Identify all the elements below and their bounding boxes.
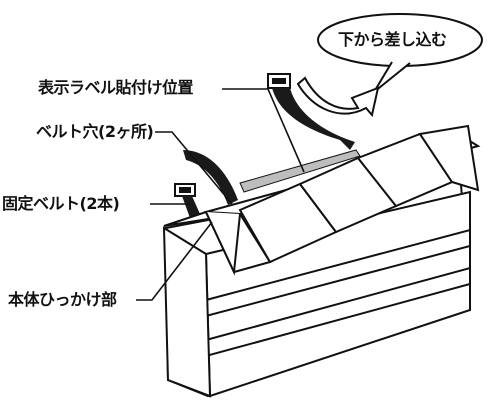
- left-belt-icon: [183, 150, 238, 205]
- belt-hole-label: ベルト穴(2ヶ所): [34, 122, 156, 141]
- fixing-belt-label: 固定ベルト(2本): [0, 194, 122, 213]
- callout-bubble: [317, 13, 483, 93]
- leader-lines: [136, 88, 305, 301]
- right-belt-icon: [267, 73, 355, 150]
- body-hook-label: 本体ひっかけ部: [6, 290, 119, 309]
- label-area: [239, 149, 361, 193]
- label-position-label: 表示ラベル貼付け位置: [36, 78, 196, 97]
- callout-text: 下から差し込む: [338, 30, 447, 49]
- curved-up-arrow-icon: [296, 76, 380, 118]
- compartments: [204, 124, 480, 276]
- fixing-belt-buckle-icon: [174, 183, 200, 218]
